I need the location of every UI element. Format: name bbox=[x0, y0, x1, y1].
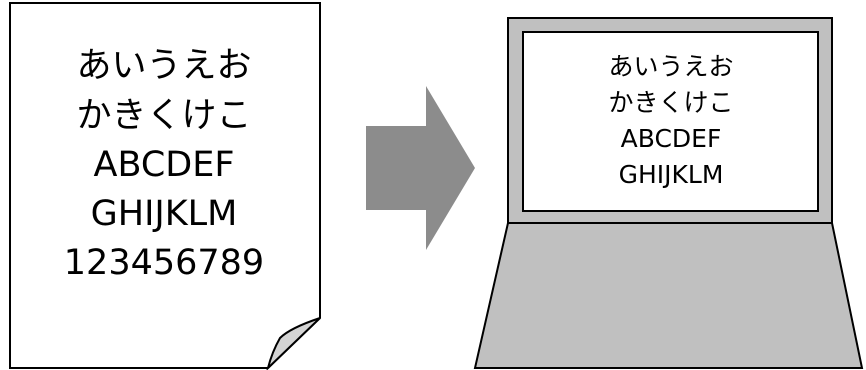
laptop-icon: あいうえお かきくけこ ABCDEF GHIJKLM bbox=[473, 17, 864, 369]
paper-text-line-2: かきくけこ bbox=[76, 96, 251, 136]
screen-text-line-2: かきくけこ bbox=[608, 88, 733, 117]
paper-text-line-5: 123456789 bbox=[64, 243, 264, 283]
screen-text-line-4: GHIJKLM bbox=[619, 160, 724, 189]
screen-text-line-1: あいうえお bbox=[608, 52, 733, 81]
paper-text-line-1: あいうえお bbox=[76, 46, 251, 86]
laptop-screen bbox=[522, 31, 819, 212]
paper-text-line-4: GHIJKLM bbox=[91, 194, 238, 234]
screen-text-line-3: ABCDEF bbox=[621, 124, 722, 153]
laptop-keyboard-base bbox=[473, 222, 864, 369]
paper-text-line-3: ABCDEF bbox=[94, 145, 235, 185]
document-icon: あいうえお かきくけこ ABCDEF GHIJKLM 123456789 bbox=[9, 2, 321, 370]
right-arrow-icon bbox=[366, 86, 475, 250]
paper-folded-corner bbox=[266, 317, 321, 370]
